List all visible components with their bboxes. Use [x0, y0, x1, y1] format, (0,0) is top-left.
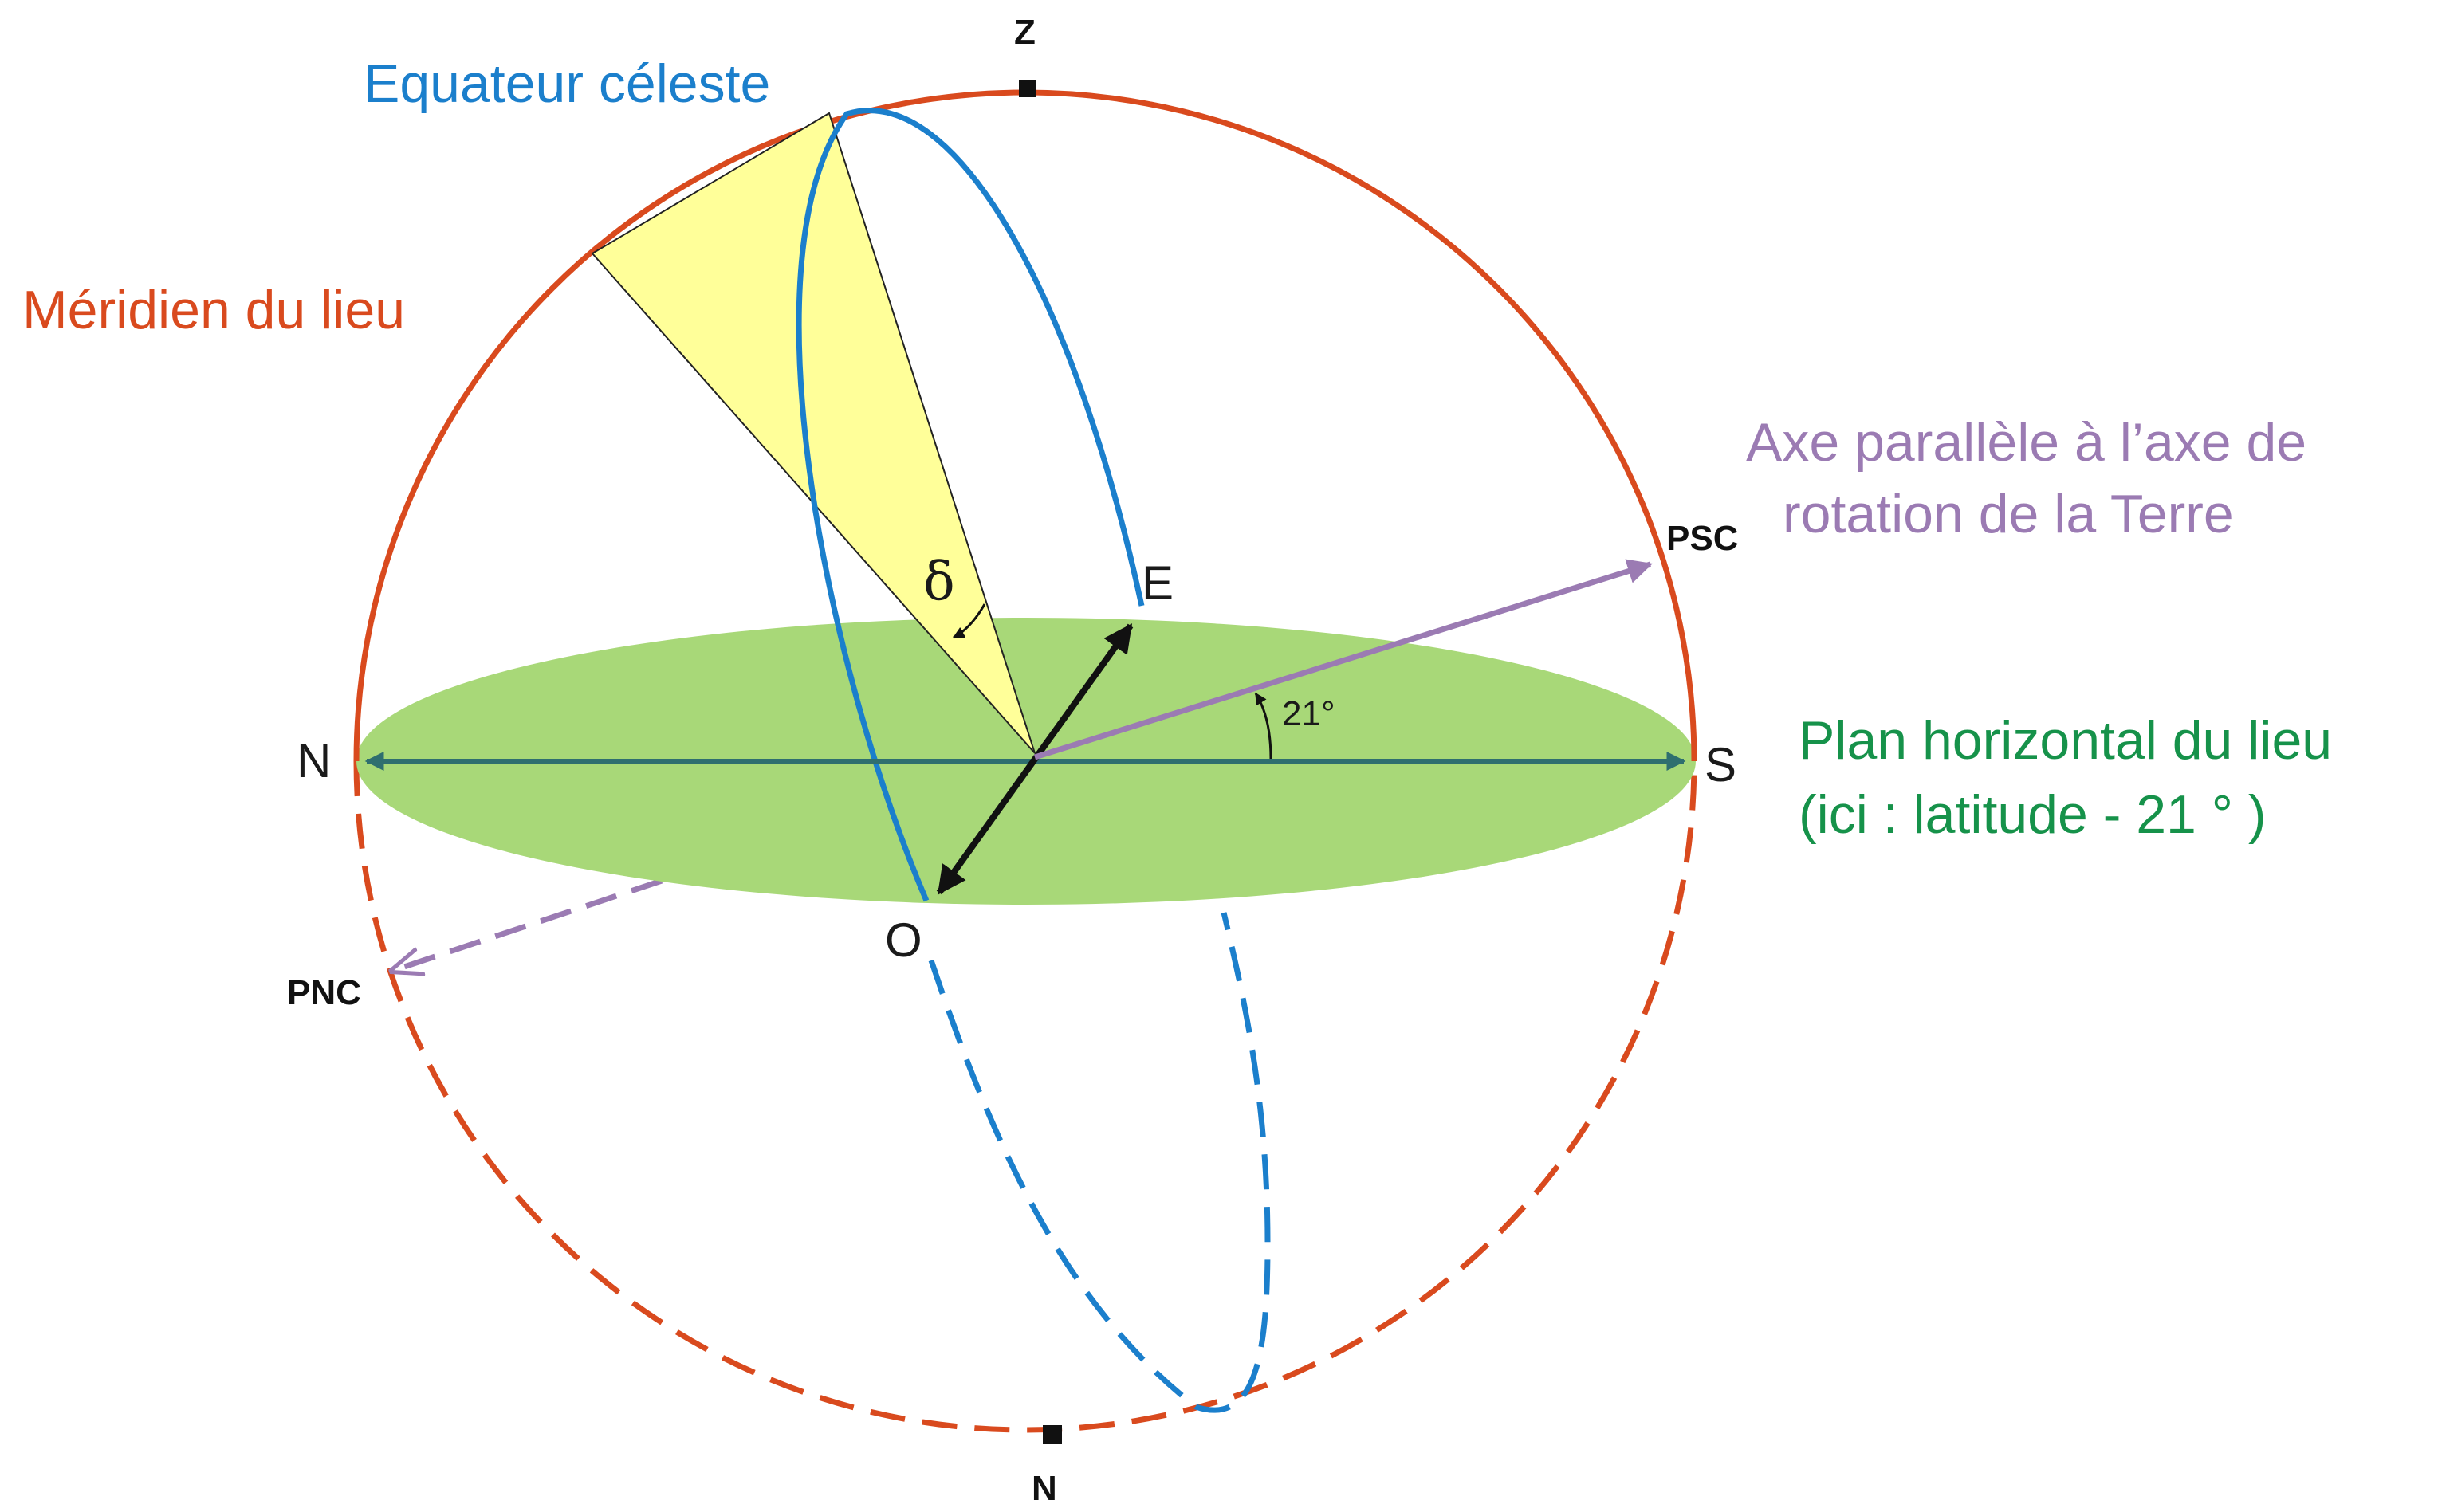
- psc-label: PSC: [1666, 519, 1738, 558]
- south-label: S: [1705, 738, 1736, 791]
- celestial-equator-label: Equateur céleste: [364, 53, 770, 114]
- nadir-label: N: [1032, 1469, 1057, 1508]
- west-label: O: [885, 913, 922, 967]
- celestial-equator-lower: [928, 912, 1271, 1413]
- horizon-plane-label-line1: Plan horizontal du lieu: [1799, 710, 2332, 771]
- axis-label-line2: rotation de la Terre: [1783, 484, 2234, 544]
- east-west-axis: [936, 623, 1134, 895]
- celestial-equator-upper: [796, 108, 1145, 902]
- east-label: E: [1142, 556, 1174, 610]
- axis-to-pnc: [392, 878, 663, 971]
- declination-angle-arc: [952, 603, 986, 639]
- horizon-plane-label-line2: (ici : latitude - 21 ° ): [1799, 784, 2267, 845]
- latitude-angle-label: 21°: [1282, 694, 1335, 733]
- meridian-circle-lower: [353, 760, 1697, 1433]
- declination-symbol: δ: [923, 551, 955, 612]
- axis-label-line1: Axe parallèle à l’axe de: [1746, 412, 2306, 473]
- zenith-label: Z: [1014, 13, 1036, 52]
- north-label: N: [297, 734, 331, 787]
- axis-to-psc: [1033, 559, 1654, 760]
- pnc-label: PNC: [287, 973, 361, 1012]
- local-meridian-label: Méridien du lieu: [22, 280, 405, 340]
- nadir-marker: [1043, 1425, 1062, 1444]
- zenith-marker: [1019, 80, 1036, 97]
- latitude-angle-arc: [1254, 692, 1272, 760]
